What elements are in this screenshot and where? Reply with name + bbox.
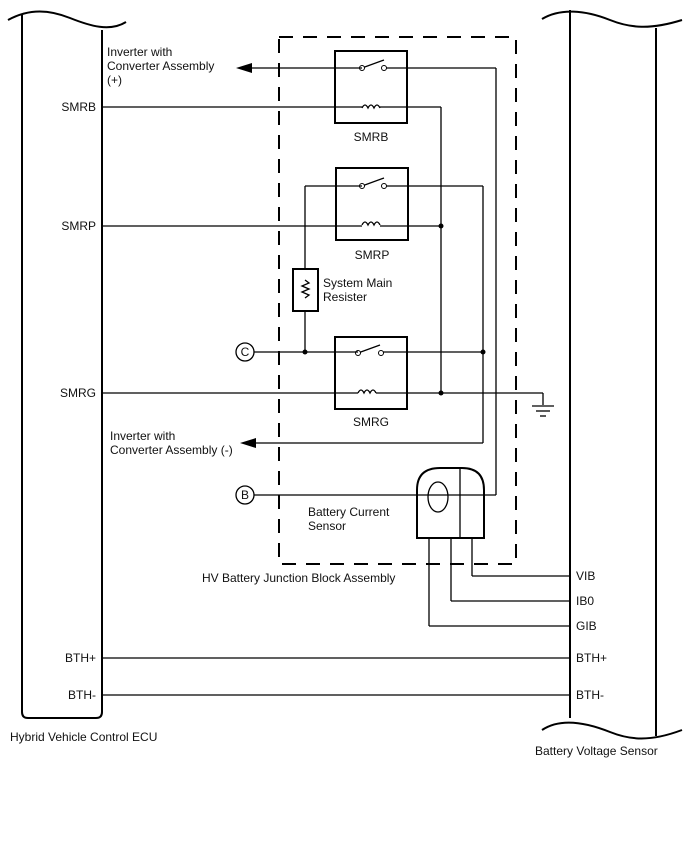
relay-smrp — [335, 167, 409, 241]
svg-text:C: C — [241, 345, 250, 359]
relay-smrg-label: SMRG — [353, 415, 389, 429]
inverter-plus-label-3: (+) — [107, 73, 122, 87]
junction-block-boundary — [278, 36, 517, 565]
wires — [102, 63, 570, 696]
connector-c: C — [235, 342, 255, 362]
hybrid-vehicle-control-ecu — [7, 10, 127, 719]
inverter-plus-label-2: Converter Assembly — [107, 59, 214, 73]
sensor-pin-vib: VIB — [576, 569, 595, 583]
battery-current-sensor — [416, 467, 485, 539]
relay-smrg — [334, 336, 408, 410]
ecu-pin-bth-minus: BTH- — [68, 688, 96, 702]
resistor-label-1: System Main — [323, 276, 392, 290]
svg-text:B: B — [241, 488, 249, 502]
ecu-pin-smrg: SMRG — [60, 386, 96, 400]
system-main-resistor — [292, 268, 319, 312]
battery-voltage-sensor — [541, 10, 683, 740]
ecu-label: Hybrid Vehicle Control ECU — [10, 730, 157, 744]
inverter-minus-label-1: Inverter with — [110, 429, 175, 443]
sensor-label: Battery Voltage Sensor — [535, 744, 658, 758]
ecu-pin-smrb: SMRB — [61, 100, 96, 114]
sensor-pin-ib0: IB0 — [576, 594, 594, 608]
resistor-label-2: Resister — [323, 290, 367, 304]
relay-smrb-label: SMRB — [354, 130, 389, 144]
current-sensor-label-1: Battery Current — [308, 505, 390, 519]
inverter-plus-label-1: Inverter with — [107, 45, 172, 59]
junction-block-label: HV Battery Junction Block Assembly — [202, 571, 395, 585]
relay-smrp-label: SMRP — [355, 248, 390, 262]
sensor-pin-gib: GIB — [576, 619, 597, 633]
inverter-minus-label-2: Converter Assembly (-) — [110, 443, 233, 457]
relay-smrb — [334, 50, 408, 124]
current-sensor-label-2: Sensor — [308, 519, 346, 533]
connector-b: B — [235, 485, 255, 505]
sensor-pin-bth-minus: BTH- — [576, 688, 604, 702]
ecu-pin-smrp: SMRP — [61, 219, 96, 233]
sensor-pin-bth-plus: BTH+ — [576, 651, 607, 665]
ecu-pin-bth-plus: BTH+ — [65, 651, 96, 665]
